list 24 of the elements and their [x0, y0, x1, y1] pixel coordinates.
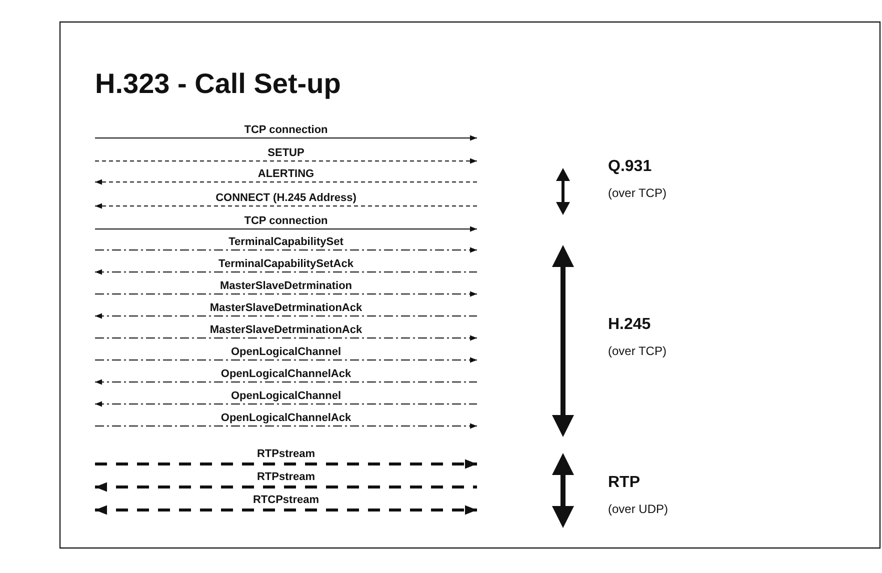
message-label: OpenLogicalChannel	[231, 346, 341, 358]
message-label: MasterSlaveDetrminationAck	[210, 324, 362, 336]
message-label: TerminalCapabilitySetAck	[218, 258, 354, 270]
message-label: TCP connection	[244, 124, 328, 136]
message-label: RTPstream	[256, 471, 316, 483]
protocol-name: Q.931	[608, 158, 652, 176]
message-label: CONNECT (H.245 Address)	[216, 192, 356, 204]
transport-note: (over TCP)	[608, 344, 666, 358]
message-label: ALERTING	[258, 168, 314, 180]
transport-note: (over TCP)	[608, 186, 666, 200]
message-label: TerminalCapabilitySet	[228, 236, 344, 248]
message-label: MasterSlaveDetrminationAck	[210, 302, 362, 314]
message-label: OpenLogicalChannel	[231, 390, 341, 402]
title: H.323 - Call Set-up	[95, 68, 341, 100]
message-label: TCP connection	[244, 215, 328, 227]
message-label: RTCPstream	[252, 494, 320, 506]
message-label: MasterSlaveDetrmination	[220, 280, 352, 292]
message-label: OpenLogicalChannelAck	[220, 412, 352, 424]
protocol-name: RTP	[608, 474, 640, 492]
protocol-name: H.245	[608, 316, 651, 334]
transport-note: (over UDP)	[608, 502, 668, 516]
message-label: SETUP	[268, 147, 304, 159]
message-label: OpenLogicalChannelAck	[220, 368, 352, 380]
message-label: RTPstream	[256, 448, 316, 460]
